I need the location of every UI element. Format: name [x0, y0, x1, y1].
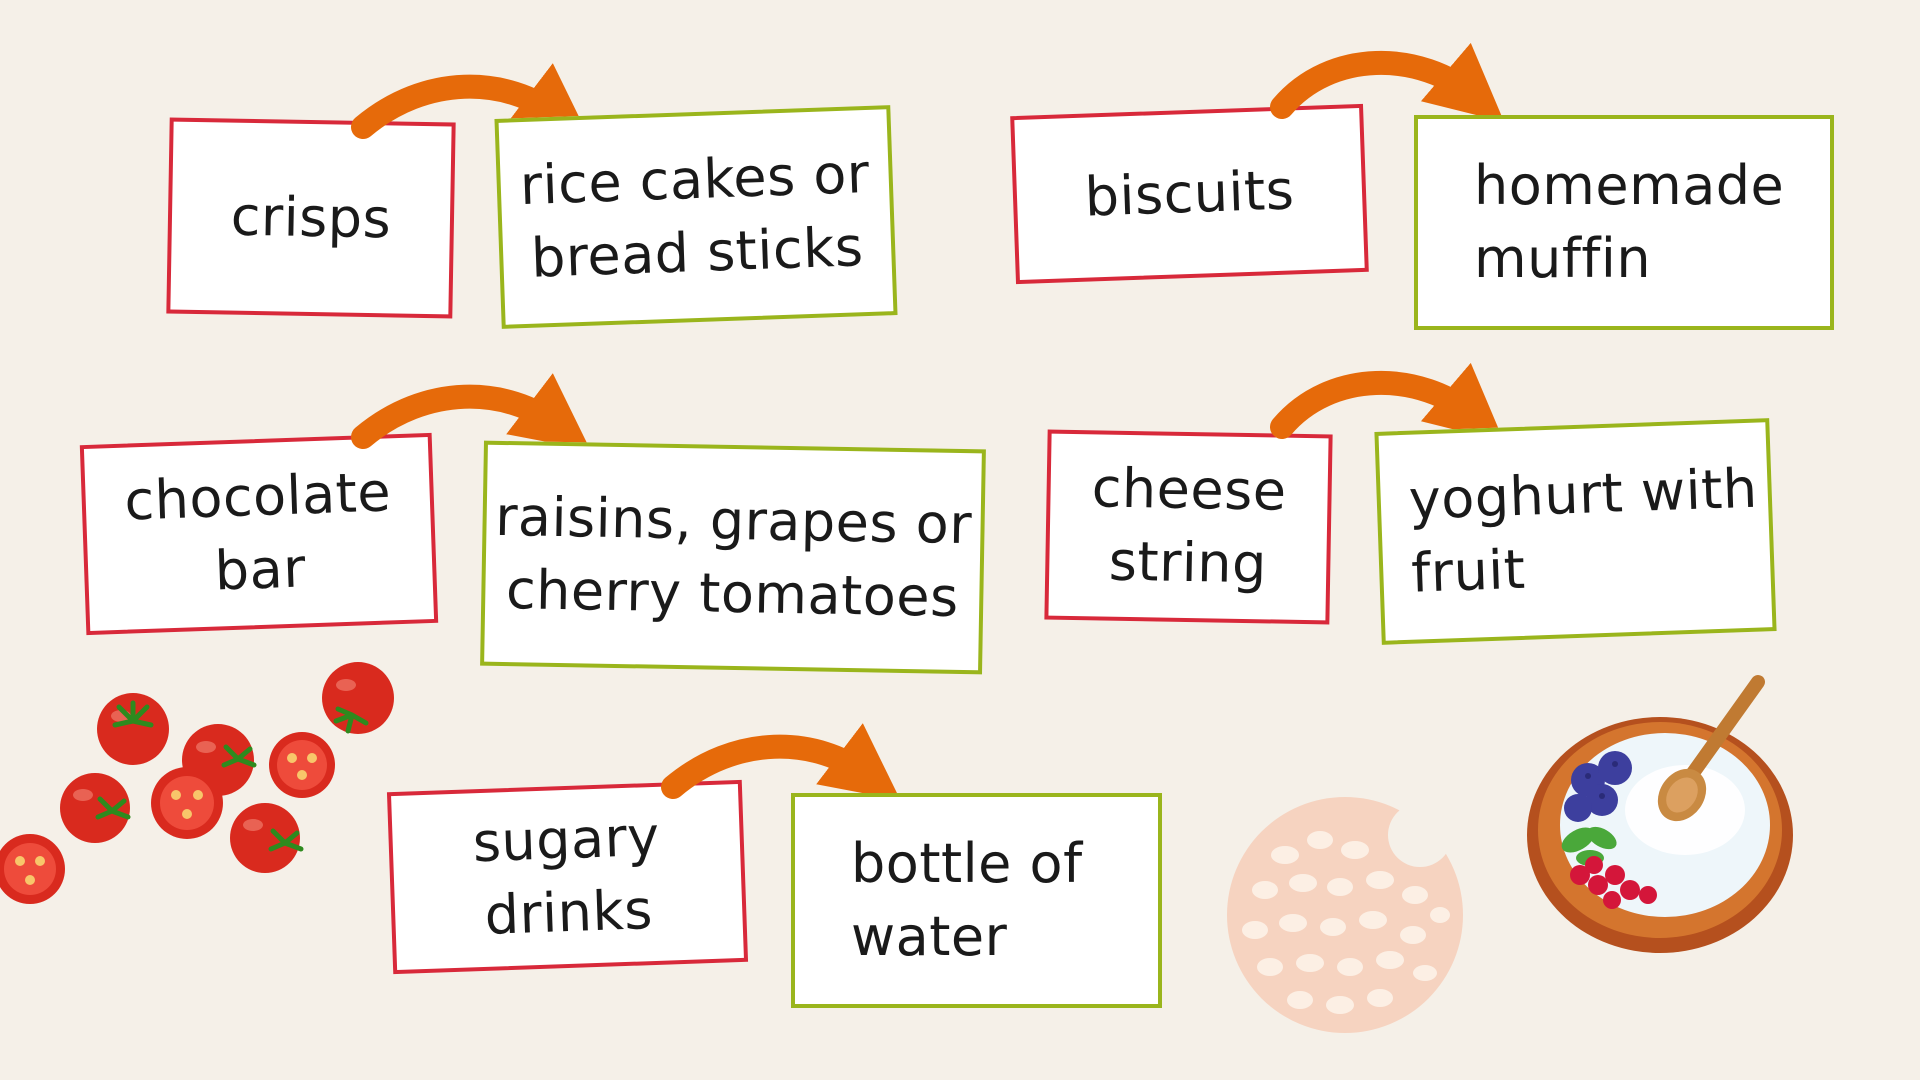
- unhealthy-snack-label: chocolate bar: [123, 460, 393, 603]
- healthy-snack-label: yoghurt with fruit: [1407, 456, 1759, 605]
- tomato-icon: [60, 773, 131, 843]
- healthy-snack-card-rice-cakes: rice cakes or bread sticks: [494, 105, 898, 329]
- healthy-snack-label: raisins, grapes or cherry tomatoes: [494, 484, 973, 629]
- swap-arrow-icon: [661, 723, 901, 801]
- healthy-snack-card-water: bottle of water: [791, 793, 1162, 1008]
- rice-cake-illustration: [1227, 797, 1463, 1033]
- tomato-icon: [97, 693, 169, 765]
- swap-arrow-icon: [351, 373, 591, 451]
- tomato-half-icon: [269, 732, 335, 798]
- healthy-snack-label: bottle of water: [851, 831, 1083, 968]
- healthy-snack-card-yoghurt: yoghurt with fruit: [1374, 418, 1777, 645]
- unhealthy-snack-card-cheese-string: cheese string: [1044, 429, 1333, 625]
- blueberry-icon: [1564, 751, 1632, 822]
- tomato-icon: [230, 803, 304, 873]
- tomato-half-icon: [0, 834, 65, 904]
- unhealthy-snack-label: crisps: [230, 184, 392, 250]
- wooden-spoon-icon: [1657, 675, 1765, 822]
- healthy-snack-card-homemade-muffin: homemade muffin: [1414, 115, 1834, 330]
- yoghurt-bowl-illustration: [1527, 675, 1793, 953]
- tomato-icon: [322, 662, 394, 734]
- healthy-snack-label: rice cakes or bread sticks: [518, 142, 871, 290]
- healthy-snack-label: homemade muffin: [1474, 153, 1785, 290]
- unhealthy-snack-label: biscuits: [1083, 157, 1296, 229]
- cherry-tomatoes-illustration: [0, 662, 394, 904]
- healthy-snack-card-raisins: raisins, grapes or cherry tomatoes: [480, 440, 986, 675]
- swap-arrow-icon: [351, 63, 591, 141]
- unhealthy-snack-label: sugary drinks: [471, 804, 661, 947]
- tomato-half-icon: [151, 767, 223, 839]
- swap-arrow-icon: [1270, 42, 1505, 122]
- swap-arrow-icon: [1270, 362, 1505, 442]
- unhealthy-snack-label: cheese string: [1091, 456, 1288, 596]
- redcurrant-icon: [1570, 856, 1657, 909]
